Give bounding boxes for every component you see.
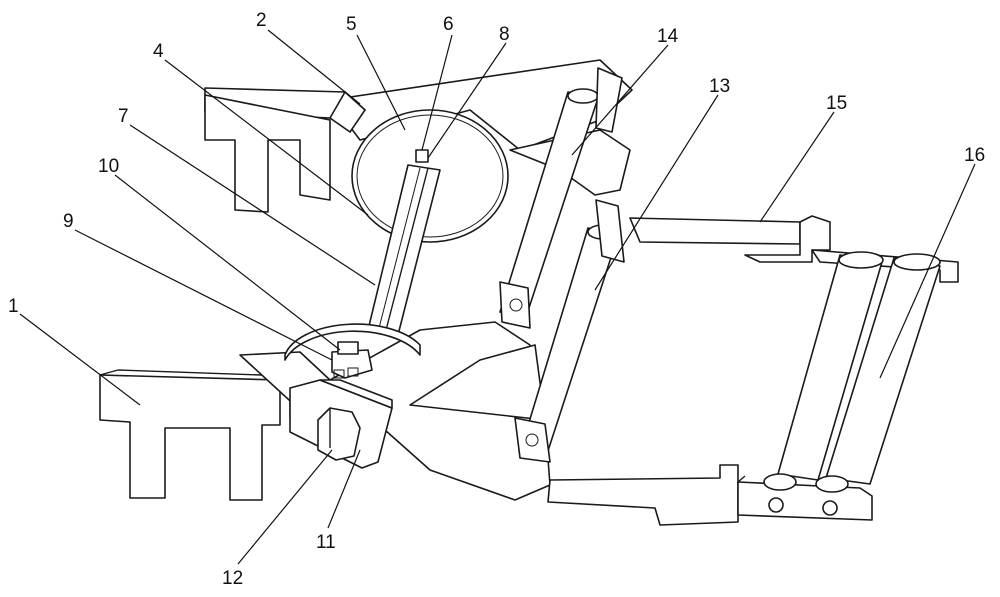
front-bracket bbox=[99, 374, 281, 501]
label-11: 11 bbox=[316, 532, 336, 553]
leader-lines bbox=[19, 29, 976, 565]
label-10: 10 bbox=[98, 156, 119, 177]
shaft-cap bbox=[415, 149, 429, 163]
label-2: 2 bbox=[256, 10, 267, 31]
label-7: 7 bbox=[118, 106, 129, 127]
label-15: 15 bbox=[826, 93, 847, 114]
label-14: 14 bbox=[657, 26, 679, 47]
label-8: 8 bbox=[499, 24, 510, 45]
end-bolt-left bbox=[768, 497, 784, 513]
label-4: 4 bbox=[153, 41, 164, 62]
label-1: 1 bbox=[8, 296, 19, 317]
guide-rollers bbox=[499, 67, 625, 463]
label-13: 13 bbox=[709, 76, 730, 97]
conveyor-rollers bbox=[763, 251, 941, 516]
label-12: 12 bbox=[222, 568, 243, 589]
conveyor-rail-top bbox=[629, 217, 801, 245]
label-9: 9 bbox=[63, 211, 74, 232]
motor-housing bbox=[317, 407, 361, 461]
part-labels: 1 2 4 5 6 7 8 9 10 11 12 13 14 15 16 bbox=[8, 10, 985, 589]
label-5: 5 bbox=[346, 14, 357, 35]
label-6: 6 bbox=[443, 14, 454, 35]
label-16: 16 bbox=[964, 145, 985, 166]
end-bolt-right bbox=[822, 500, 838, 516]
drive-motor bbox=[289, 379, 393, 469]
